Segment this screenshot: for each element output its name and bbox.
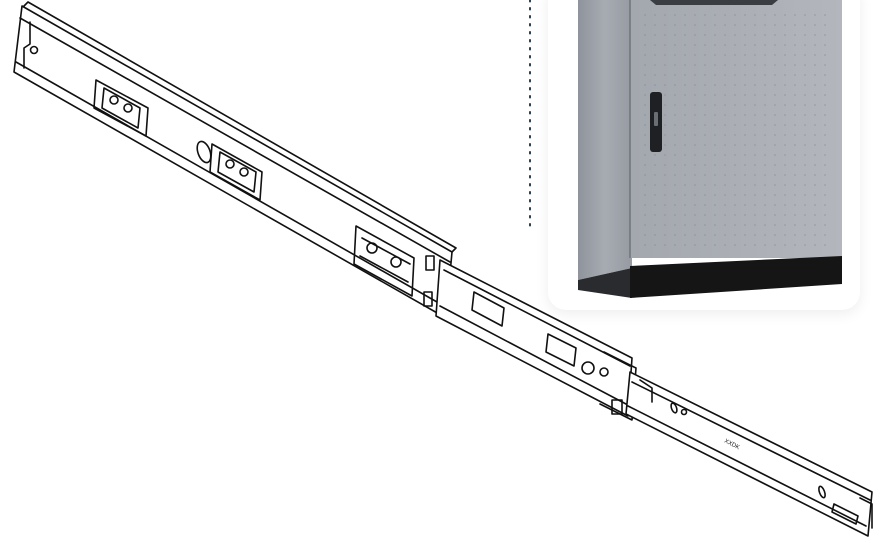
cabinet-side-panel — [578, 0, 632, 280]
cabinet-top-slot — [650, 0, 778, 5]
outer-rail-slot-3 — [353, 225, 415, 297]
outer-rail-slot-1 — [93, 79, 149, 137]
cabinet-door-perforation — [640, 8, 834, 250]
cabinet-illustration — [578, 0, 842, 298]
middle-rail — [435, 259, 637, 421]
outer-rail — [13, 1, 457, 319]
inner-rail — [625, 371, 873, 537]
outer-rail-slot-2 — [209, 143, 263, 201]
drawer-slide — [13, 1, 873, 537]
cabinet-plinth — [578, 268, 632, 298]
